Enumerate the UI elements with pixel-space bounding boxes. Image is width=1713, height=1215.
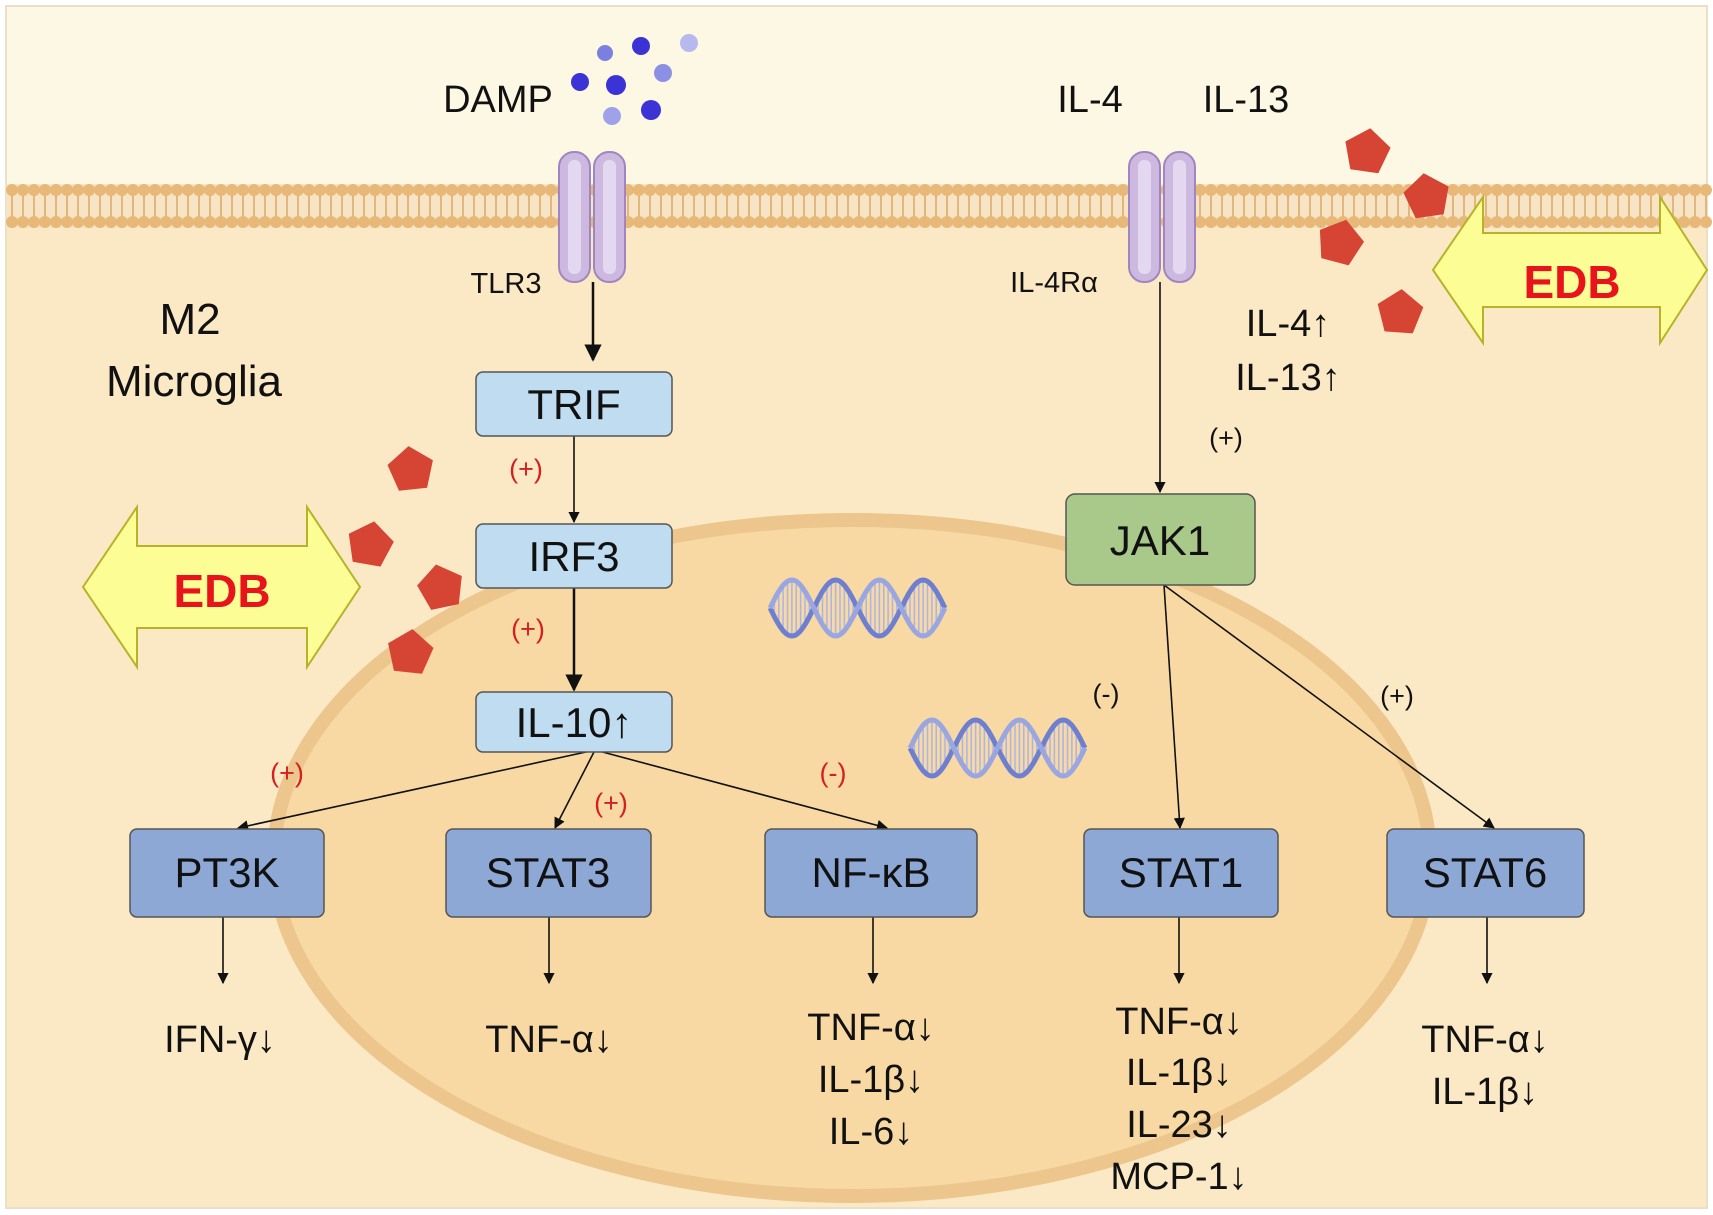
sign-il4ra-jak1: (+) bbox=[1209, 423, 1243, 453]
node-irf3: IRF3 bbox=[475, 523, 673, 589]
node-stat1-label: STAT1 bbox=[1119, 849, 1243, 896]
node-trif: TRIF bbox=[475, 371, 673, 437]
cell-membrane bbox=[6, 184, 1712, 228]
arrow-jak1-stat1 bbox=[1163, 584, 1185, 830]
node-jak1: JAK1 bbox=[1065, 493, 1256, 586]
sign-jak1-stat1: (-) bbox=[1093, 679, 1120, 709]
sign-il10-nfkb: (-) bbox=[820, 758, 847, 788]
output-stat3-1: TNF-α↓ bbox=[485, 1019, 613, 1061]
node-nfkb-label: NF-κB bbox=[812, 849, 931, 896]
arrow-jak1-stat6 bbox=[1163, 584, 1495, 829]
node-stat6: STAT6 bbox=[1386, 828, 1585, 918]
output-stat1-2: IL-1β↓ bbox=[1126, 1052, 1232, 1094]
outer-frame bbox=[5, 5, 1708, 1209]
double-arrow-icon bbox=[81, 503, 362, 671]
sign-il10-pt3k: (+) bbox=[270, 758, 304, 788]
arrow-il10-stat3 bbox=[554, 749, 596, 829]
damp-molecule-icon bbox=[571, 34, 698, 125]
output-stat6-2: IL-1β↓ bbox=[1432, 1071, 1538, 1113]
receptor-channel-icon bbox=[1128, 151, 1196, 283]
edb-pentagon-icon bbox=[1377, 289, 1424, 334]
label-il4-up: IL-4↑ bbox=[1246, 303, 1330, 345]
dna-helix-icon bbox=[767, 577, 948, 639]
output-pt3k-1: IFN-γ↓ bbox=[164, 1019, 276, 1061]
label-tlr3: TLR3 bbox=[471, 268, 542, 300]
dna-helix-icon bbox=[907, 717, 1088, 779]
edb-pentagon-icon bbox=[348, 521, 394, 567]
edb-pentagon-icon bbox=[417, 564, 462, 610]
edb-pentagon-icon bbox=[1319, 219, 1364, 266]
sign-jak1-stat6: (+) bbox=[1380, 681, 1414, 711]
node-stat3: STAT3 bbox=[445, 828, 652, 918]
output-stat1-1: TNF-α↓ bbox=[1115, 1001, 1243, 1043]
edb-pentagon-icon bbox=[388, 629, 434, 674]
edb-pentagon-icon bbox=[1403, 173, 1449, 219]
extracellular-space bbox=[6, 6, 1707, 184]
pathway-arrows bbox=[217, 282, 1495, 985]
edb-double-arrow-right: EDB bbox=[1431, 193, 1709, 347]
node-il10-label: IL-10↑ bbox=[516, 699, 633, 746]
output-stat1-4: MCP-1↓ bbox=[1110, 1156, 1247, 1198]
label-il4ra: IL-4Rα bbox=[1010, 267, 1098, 299]
label-il13: IL-13 bbox=[1203, 79, 1290, 121]
node-stat3-label: STAT3 bbox=[486, 849, 610, 896]
receptor-channel-icon bbox=[558, 151, 626, 283]
node-stat1: STAT1 bbox=[1083, 828, 1279, 918]
edb-pentagon-group bbox=[348, 128, 1449, 674]
node-trif-label: TRIF bbox=[527, 381, 620, 428]
node-il10: IL-10↑ bbox=[475, 691, 673, 753]
label-il4: IL-4 bbox=[1057, 79, 1122, 121]
sign-il10-stat3: (+) bbox=[594, 788, 628, 818]
label-il13-up: IL-13↑ bbox=[1235, 357, 1341, 399]
edb-label-left: EDB bbox=[173, 565, 270, 617]
node-nfkb: NF-κB bbox=[764, 828, 978, 918]
node-pt3k: PT3K bbox=[129, 828, 325, 918]
edb-pentagon-icon bbox=[387, 446, 433, 491]
output-nfkb-2: IL-1β↓ bbox=[818, 1059, 924, 1101]
edb-pentagon-icon bbox=[1345, 128, 1391, 174]
node-jak1-label: JAK1 bbox=[1110, 517, 1210, 564]
sign-irf3-il10: (+) bbox=[511, 614, 545, 644]
edb-label-right: EDB bbox=[1523, 256, 1620, 308]
node-stat6-label: STAT6 bbox=[1423, 849, 1547, 896]
double-arrow-icon bbox=[1431, 193, 1709, 347]
output-nfkb-3: IL-6↓ bbox=[829, 1111, 913, 1153]
node-pt3k-label: PT3K bbox=[174, 849, 279, 896]
node-irf3-label: IRF3 bbox=[528, 533, 619, 580]
label-cell-type-line2: Microglia bbox=[106, 357, 283, 406]
output-stat6-1: TNF-α↓ bbox=[1421, 1019, 1549, 1061]
label-damp: DAMP bbox=[443, 79, 553, 121]
label-cell-type-line1: M2 bbox=[159, 295, 220, 344]
output-stat1-3: IL-23↓ bbox=[1126, 1104, 1232, 1146]
arrow-il10-nfkb bbox=[594, 749, 889, 831]
arrow-il10-pt3k bbox=[236, 749, 596, 832]
output-nfkb-1: TNF-α↓ bbox=[807, 1007, 935, 1049]
edb-double-arrow-left: EDB bbox=[81, 503, 362, 671]
sign-trif-irf3: (+) bbox=[509, 454, 543, 484]
